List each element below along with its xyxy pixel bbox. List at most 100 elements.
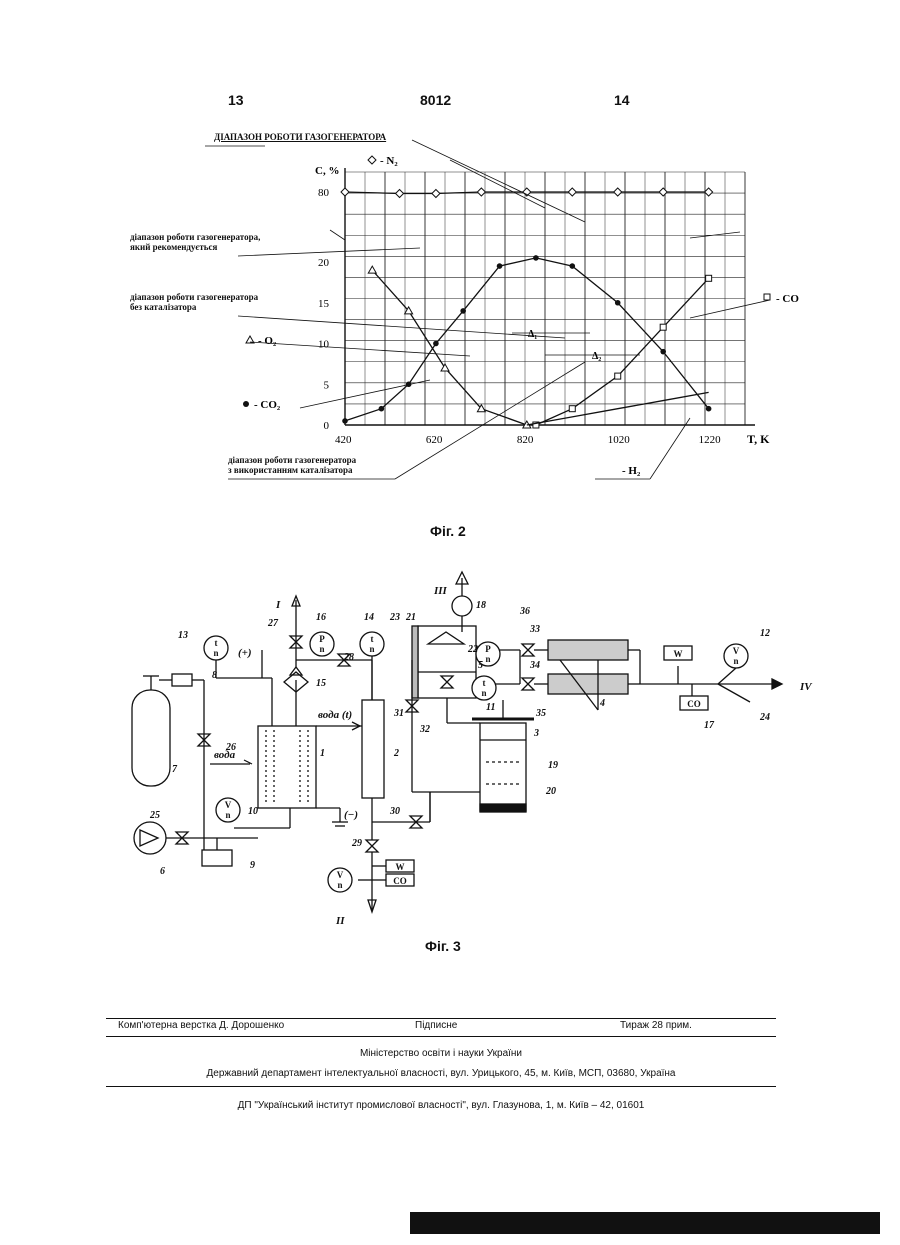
x-tick-label: 1020: [608, 434, 631, 446]
burner-21: [428, 632, 464, 644]
leader-co: [690, 300, 770, 318]
gauge-11-t: t: [483, 678, 486, 688]
gauge-14-n: n: [369, 644, 374, 654]
x-tick-label: 1220: [699, 434, 722, 446]
part-number: 11: [486, 702, 495, 713]
electrolyser-1: [258, 726, 316, 808]
part-number: 7: [172, 764, 178, 775]
leader-recommended: [238, 248, 420, 256]
label-stream-III: III: [433, 585, 448, 597]
gauge-36-n: n: [485, 654, 490, 664]
part-number: 12: [760, 628, 770, 639]
gauge-10-v: V: [225, 800, 232, 810]
x-axis-label: T, K: [747, 432, 770, 446]
figure2-chart: 420620820102012200510152080C, %T, K - N₂…: [0, 0, 900, 520]
part-number: 15: [316, 678, 326, 689]
part-number: 27: [267, 618, 279, 629]
data-point: [706, 406, 712, 412]
gauge-16-p: P: [319, 634, 325, 644]
data-point: [615, 300, 621, 306]
heat-exchanger-lower: [548, 674, 628, 694]
figure3-diagram: t n P n t n V n P n t n V n V n W CO W C…: [0, 560, 900, 960]
break-mark-left: [330, 230, 345, 240]
data-point: [615, 373, 621, 379]
box-9-right-w: W: [674, 649, 683, 659]
imprint-rule-mid: [106, 1036, 776, 1037]
label-plus: (+): [238, 647, 252, 659]
legend-label: - CO: [776, 293, 799, 305]
reactor-3: [480, 723, 526, 811]
imprint-institute: ДП "Український інститут промислової вла…: [106, 1100, 776, 1111]
part-number: 20: [545, 786, 556, 797]
data-point: [568, 188, 576, 196]
part-number: 10: [248, 806, 258, 817]
part-number: 21: [405, 612, 416, 623]
scan-black-bar: [410, 1212, 880, 1234]
series-line: [536, 278, 709, 425]
part-number: 29: [351, 838, 362, 849]
part-number: 22: [467, 644, 478, 655]
imprint-signed: Підписне: [415, 1020, 457, 1031]
box-9-bottom-w: W: [396, 862, 405, 872]
x-tick-label: 820: [517, 434, 534, 446]
leader-h2: [650, 418, 690, 479]
leader-top-1: [412, 140, 585, 222]
data-point: [342, 418, 348, 424]
part-number: 26: [225, 742, 236, 753]
part-number: 16: [316, 612, 326, 623]
part-number: 9: [250, 860, 255, 871]
chamber-5: [418, 626, 476, 698]
part-number: 24: [759, 712, 770, 723]
gauge-13-n: n: [213, 648, 218, 658]
pump-6: [134, 822, 166, 854]
part-number: 5: [478, 660, 483, 671]
data-point: [660, 324, 666, 330]
series-line: [345, 258, 709, 421]
gauge-11-n: n: [481, 688, 486, 698]
part-number: 35: [535, 708, 546, 719]
range-mark-d2: Δ₂: [592, 351, 601, 362]
data-point: [432, 190, 440, 198]
x-tick-label: 620: [426, 434, 443, 446]
series-line: [527, 392, 709, 425]
box-17-right-co: CO: [687, 699, 701, 709]
heat-exchanger-upper: [548, 640, 628, 660]
data-point: [569, 263, 575, 269]
data-point: [433, 341, 439, 347]
wall-23: [412, 626, 418, 698]
data-point: [460, 308, 466, 314]
gauge-14-t: t: [371, 634, 374, 644]
data-point: [497, 263, 503, 269]
part-number: 17: [704, 720, 715, 731]
part-number: 14: [364, 612, 374, 623]
gas-cylinder: [132, 690, 170, 786]
imprint-circulation: Тираж 28 прим.: [620, 1020, 692, 1031]
gauge-12b-n: n: [337, 880, 342, 890]
legend-label: - CO₂: [254, 399, 281, 411]
data-point: [477, 188, 485, 196]
figure2-caption: Фіг. 2: [430, 523, 466, 539]
part-number: 25: [149, 810, 160, 821]
gauge-12r-n: n: [733, 656, 738, 666]
data-point: [396, 190, 404, 198]
y-tick-label: 80: [318, 187, 330, 199]
box-9-left: [202, 850, 232, 866]
legend-marker: [764, 294, 770, 300]
data-point: [441, 364, 449, 371]
heater-20: [480, 804, 526, 812]
data-point: [533, 255, 539, 261]
label-stream-IV: IV: [799, 681, 813, 693]
gauge-16-n: n: [319, 644, 324, 654]
imprint-department: Державний департамент інтелектуальної вл…: [106, 1068, 776, 1079]
vessel-18: [452, 596, 472, 616]
range-mark-d1: Δ₁: [528, 329, 537, 340]
label-minus: (−): [344, 809, 358, 821]
part-number: 23: [389, 612, 400, 623]
legend-marker: [368, 156, 376, 164]
label-stream-II: II: [335, 915, 345, 927]
part-number: 4: [599, 698, 605, 709]
legend-label: - H₂: [622, 465, 641, 477]
label-stream-I: I: [275, 599, 281, 611]
valve-34: [522, 678, 534, 690]
valve-32: [441, 676, 453, 688]
